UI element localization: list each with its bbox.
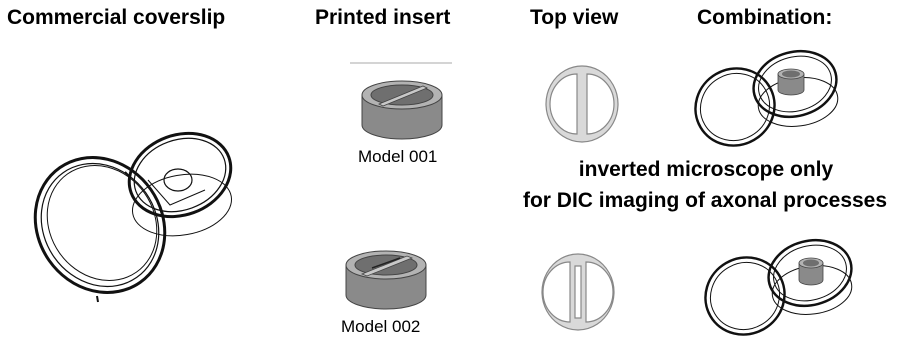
model-001-insert bbox=[361, 80, 443, 140]
note-line-1: inverted microscope only bbox=[578, 158, 834, 181]
header-printed-insert: Printed insert bbox=[315, 6, 451, 29]
model-002-label: Model 002 bbox=[341, 317, 421, 336]
top-view-002 bbox=[541, 253, 615, 331]
model-002-insert bbox=[345, 250, 427, 310]
commercial-coverslip-dish bbox=[33, 131, 233, 303]
header-combination: Combination: bbox=[697, 6, 833, 29]
header-commercial-coverslip: Commercial coverslip bbox=[7, 6, 226, 29]
divider-line bbox=[350, 62, 452, 64]
combination-002 bbox=[704, 238, 853, 336]
top-view-001 bbox=[545, 65, 619, 143]
model-001-label: Model 001 bbox=[358, 147, 438, 166]
note-line-2: for DIC imaging of axonal processes bbox=[522, 189, 888, 212]
combination-001 bbox=[694, 49, 839, 147]
header-top-view: Top view bbox=[530, 6, 619, 29]
